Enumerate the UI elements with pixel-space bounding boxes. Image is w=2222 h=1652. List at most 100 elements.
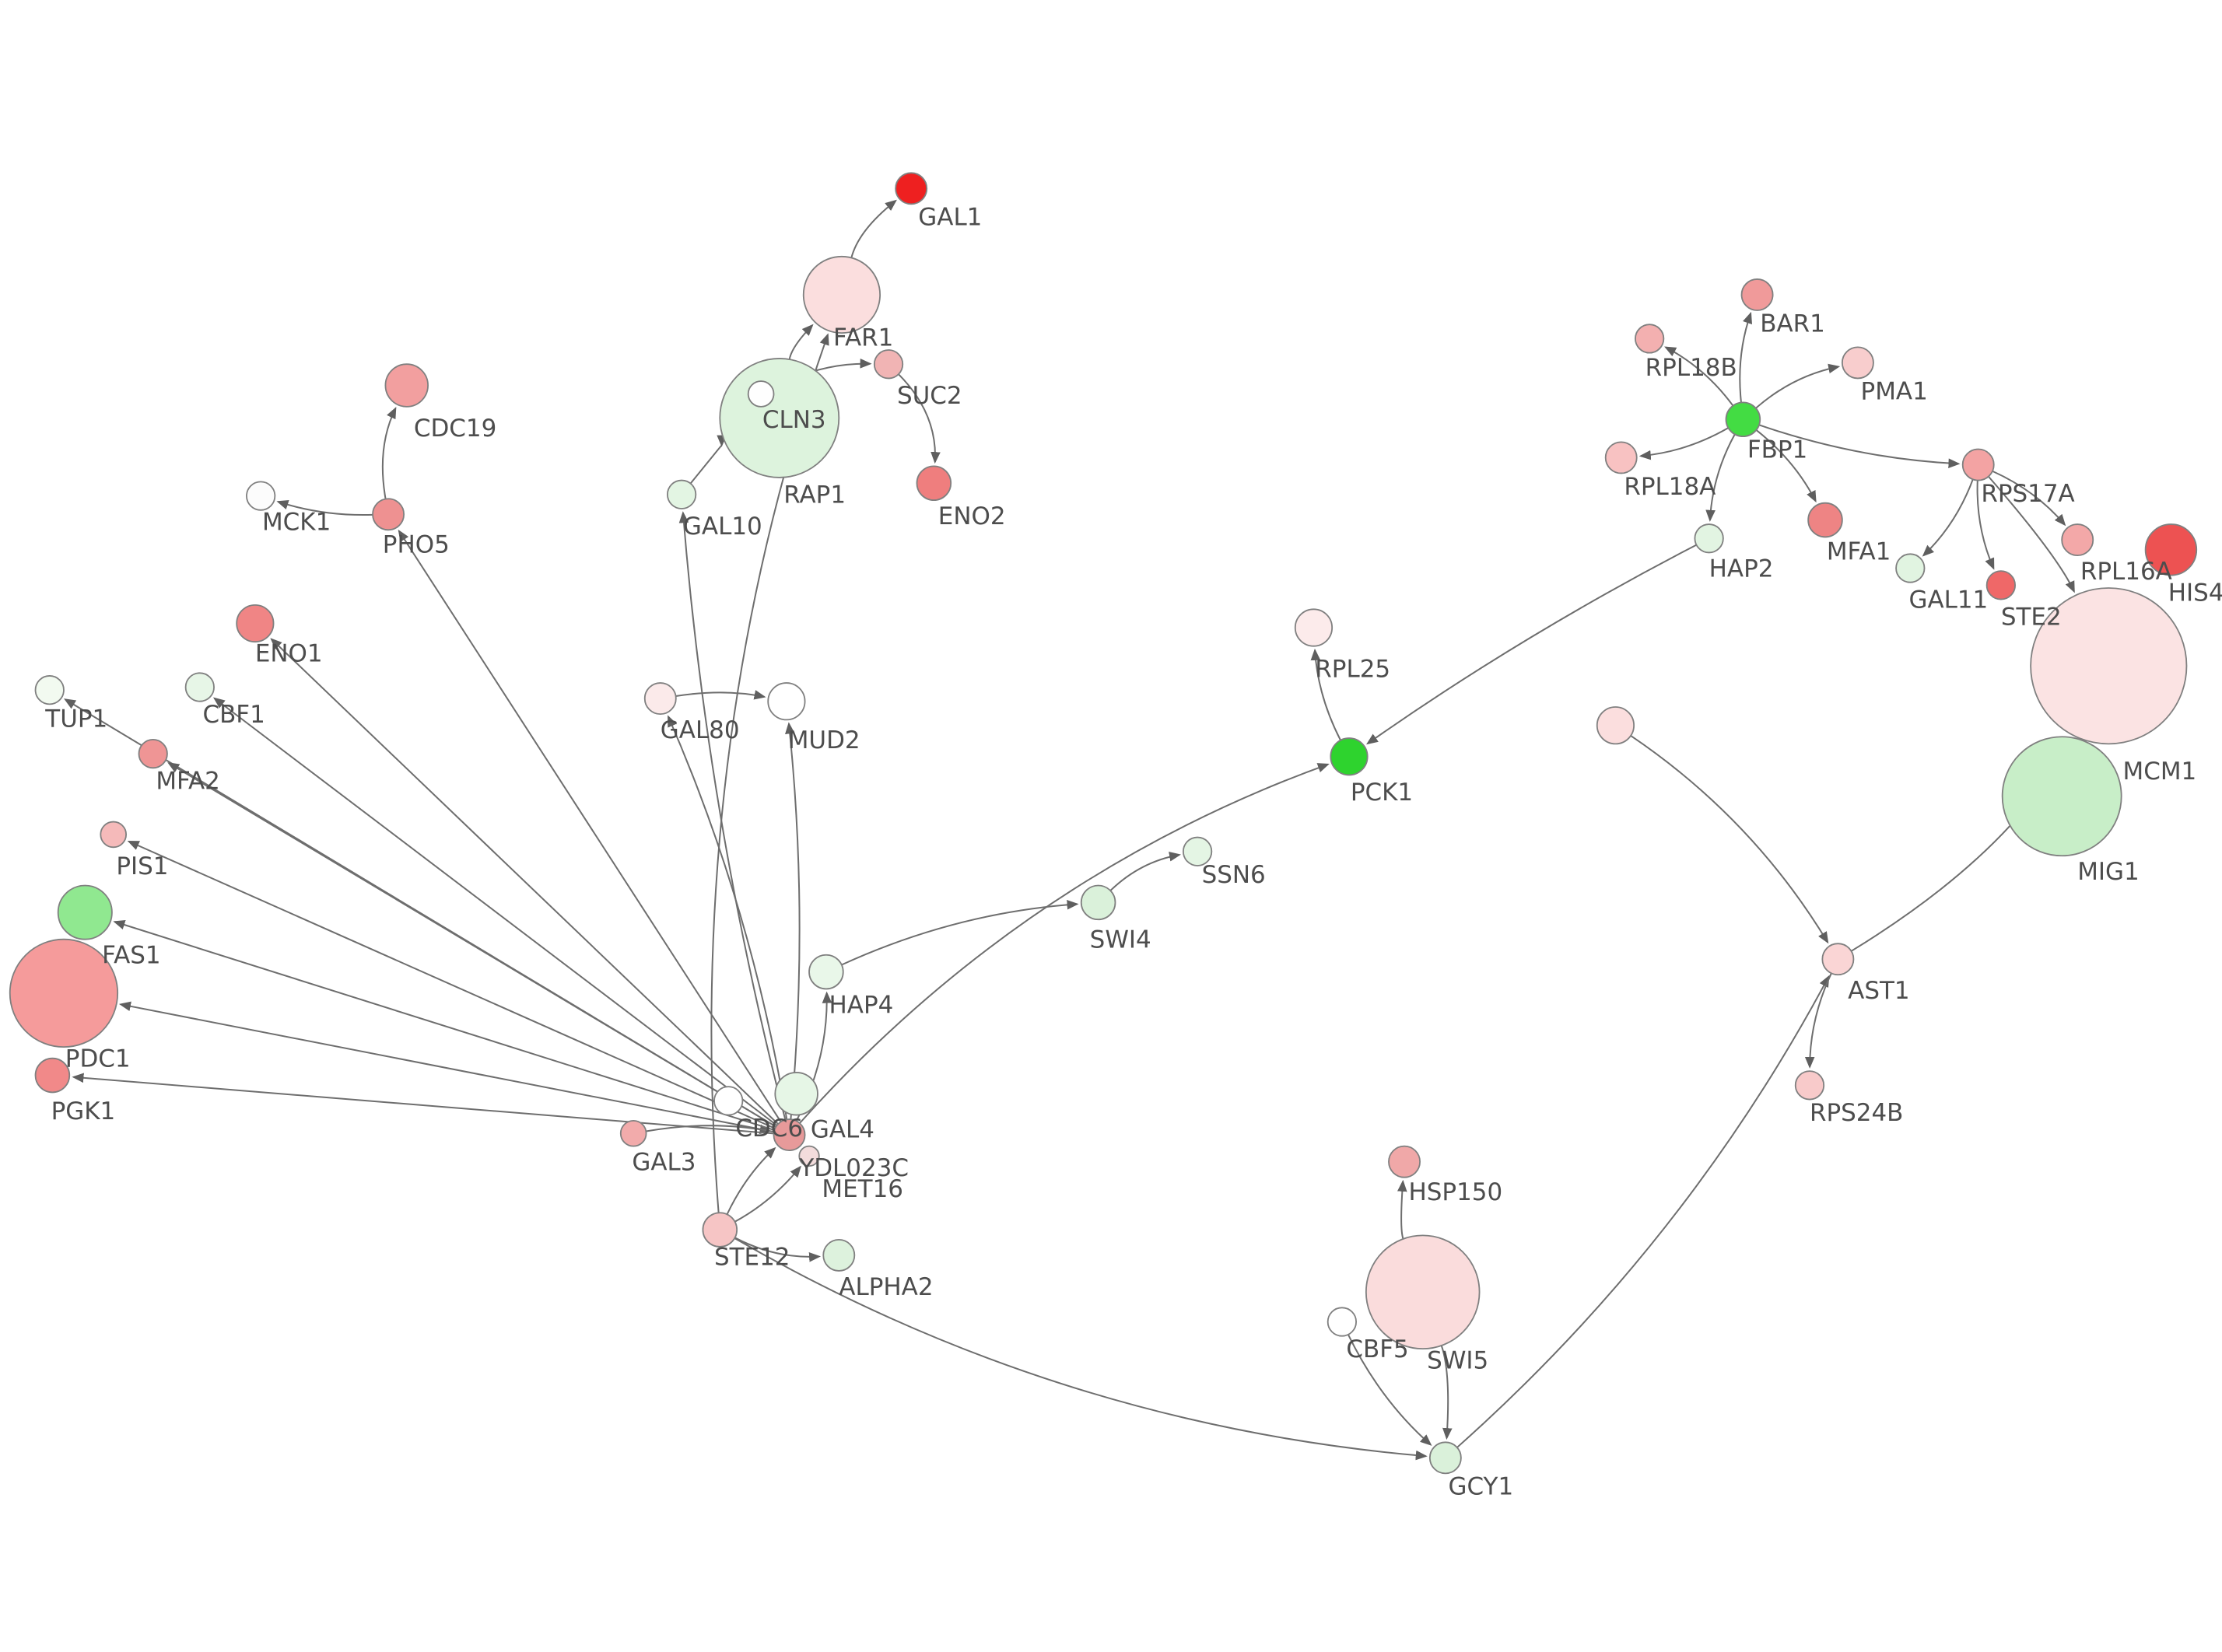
node-circle-PDC1[interactable]	[9, 938, 119, 1048]
node-GAL1[interactable]	[895, 172, 928, 205]
node-circle-MFA1[interactable]	[1807, 502, 1843, 538]
node-FAS1[interactable]	[57, 884, 113, 940]
node-circle-CBF5[interactable]	[1327, 1307, 1358, 1337]
edge-PCK1-RPL25[interactable]	[1310, 648, 1341, 741]
node-circle-HIS4[interactable]	[2144, 523, 2198, 576]
node-circle-YDL023C[interactable]	[774, 1072, 818, 1116]
node-RAP1[interactable]	[747, 380, 775, 408]
edge-HAP4-SWI4[interactable]	[841, 899, 1079, 966]
node-GAL3[interactable]	[619, 1119, 647, 1147]
node-circle-ENO1[interactable]	[236, 604, 275, 643]
node-RPL16A[interactable]	[2061, 523, 2094, 557]
node-circle-BAR1[interactable]	[1740, 278, 1774, 311]
node-FAR1[interactable]	[802, 255, 881, 334]
node-circle-FBP1[interactable]	[1725, 401, 1761, 438]
node-RPL18B[interactable]	[1635, 324, 1665, 354]
node-MIG1[interactable]	[2001, 736, 2122, 857]
node-circle-SWI4[interactable]	[1080, 884, 1116, 921]
node-circle-PMA1[interactable]	[1841, 346, 1874, 380]
node-circle-MIG1[interactable]	[2001, 736, 2122, 857]
edge-SWI5-GCY1[interactable]	[1440, 1345, 1453, 1440]
node-circle-AST1[interactable]	[1821, 943, 1855, 976]
node-MUD2[interactable]	[767, 682, 806, 721]
node-circle-TUP1[interactable]	[34, 675, 65, 705]
node-circle-RPS24B[interactable]	[1794, 1070, 1825, 1101]
node-HIS4[interactable]	[2144, 523, 2198, 576]
node-circle-RPL18B[interactable]	[1635, 324, 1665, 354]
node-MFA1[interactable]	[1807, 502, 1843, 538]
node-PHO5[interactable]	[372, 498, 405, 531]
node-circle-CLN3[interactable]	[719, 358, 840, 478]
edge-SWI5-HSP150[interactable]	[1397, 1179, 1407, 1240]
node-PMA1[interactable]	[1841, 346, 1874, 380]
node-circle-STE12[interactable]	[702, 1212, 738, 1248]
node-CLN3[interactable]	[719, 358, 840, 478]
node-circle-RPL16A[interactable]	[2061, 523, 2094, 557]
node-ALPHA2[interactable]	[822, 1238, 856, 1272]
node-TUP1[interactable]	[34, 675, 65, 705]
edge-GAL4-MUD2[interactable]	[785, 722, 801, 1120]
edge-GAL4-PGK1[interactable]	[72, 1073, 774, 1135]
edge-GAL4-PIS1[interactable]	[127, 840, 776, 1129]
node-FBP1[interactable]	[1725, 401, 1761, 438]
node-circle-CDC6[interactable]	[713, 1086, 744, 1116]
edge-FBP1-RPL18B[interactable]	[1664, 346, 1734, 407]
node-circle-GAL80[interactable]	[643, 682, 677, 716]
node-circle-PIS1[interactable]	[100, 821, 128, 849]
node-circle-PGK1[interactable]	[34, 1057, 71, 1094]
edge-STE12-MET16[interactable]	[734, 1165, 801, 1223]
node-MCM1[interactable]	[2030, 587, 2188, 745]
node-CBF1[interactable]	[184, 672, 215, 702]
node-CBF5[interactable]	[1327, 1307, 1358, 1337]
edge-RPS17A-STE2[interactable]	[1976, 480, 1995, 570]
node-CDC19[interactable]	[384, 363, 429, 408]
node-YDL023C[interactable]	[774, 1072, 818, 1116]
edge-GAL4-ENO1[interactable]	[270, 638, 779, 1125]
node-circle-PCK1[interactable]	[1330, 737, 1369, 776]
edge-SWI4-SSN6[interactable]	[1109, 852, 1182, 891]
edge-STE12-GAL4[interactable]	[726, 1146, 776, 1215]
node-GAL4[interactable]	[773, 1118, 806, 1152]
edge-NODE1-AST1[interactable]	[1630, 735, 1829, 944]
node-circle-MUD2[interactable]	[767, 682, 806, 721]
node-circle-CDC19[interactable]	[384, 363, 429, 408]
node-PCK1[interactable]	[1330, 737, 1369, 776]
node-GCY1[interactable]	[1428, 1441, 1462, 1475]
node-PGK1[interactable]	[34, 1057, 71, 1094]
node-circle-GAL3[interactable]	[619, 1119, 647, 1147]
node-circle-MCK1[interactable]	[246, 481, 276, 511]
edge-GAL10-CLN3[interactable]	[689, 434, 726, 485]
node-MCK1[interactable]	[246, 481, 276, 511]
edge-RPS17A-MCM1[interactable]	[1988, 475, 2075, 593]
edge-GAL4-GAL80[interactable]	[668, 715, 788, 1120]
node-MFA2[interactable]	[138, 738, 168, 769]
edge-GAL4-PHO5[interactable]	[398, 529, 782, 1122]
node-circle-PHO5[interactable]	[372, 498, 405, 531]
node-ENO2[interactable]	[916, 465, 952, 501]
node-PIS1[interactable]	[100, 821, 128, 849]
node-circle-ENO2[interactable]	[916, 465, 952, 501]
edge-RPS17A-GAL11[interactable]	[1922, 478, 1974, 557]
node-circle-FAR1[interactable]	[802, 255, 881, 334]
node-circle-RAP1[interactable]	[747, 380, 775, 408]
node-RPL18A[interactable]	[1604, 441, 1638, 474]
edge-STE12-GCY1[interactable]	[734, 1237, 1428, 1461]
edge-GAL80-MUD2[interactable]	[675, 690, 766, 700]
node-circle-MET16[interactable]	[798, 1145, 820, 1167]
edge-GAL4-PDC1[interactable]	[118, 1001, 775, 1133]
edge-CBF5-GCY1[interactable]	[1348, 1334, 1432, 1446]
edge-STE12-ALPHA2[interactable]	[734, 1237, 822, 1262]
node-circle-SWI5[interactable]	[1365, 1234, 1481, 1350]
node-circle-RPL18A[interactable]	[1604, 441, 1638, 474]
node-STE2[interactable]	[1985, 570, 2016, 600]
node-PDC1[interactable]	[9, 938, 119, 1048]
node-circle-MCM1[interactable]	[2030, 587, 2188, 745]
node-RPS24B[interactable]	[1794, 1070, 1825, 1101]
edge-PHO5-MCK1[interactable]	[276, 500, 373, 516]
node-HAP2[interactable]	[1694, 523, 1724, 554]
node-circle-STE2[interactable]	[1985, 570, 2016, 600]
node-circle-RPL25[interactable]	[1294, 608, 1334, 647]
node-circle-FAS1[interactable]	[57, 884, 113, 940]
node-circle-GAL11[interactable]	[1895, 553, 1926, 583]
